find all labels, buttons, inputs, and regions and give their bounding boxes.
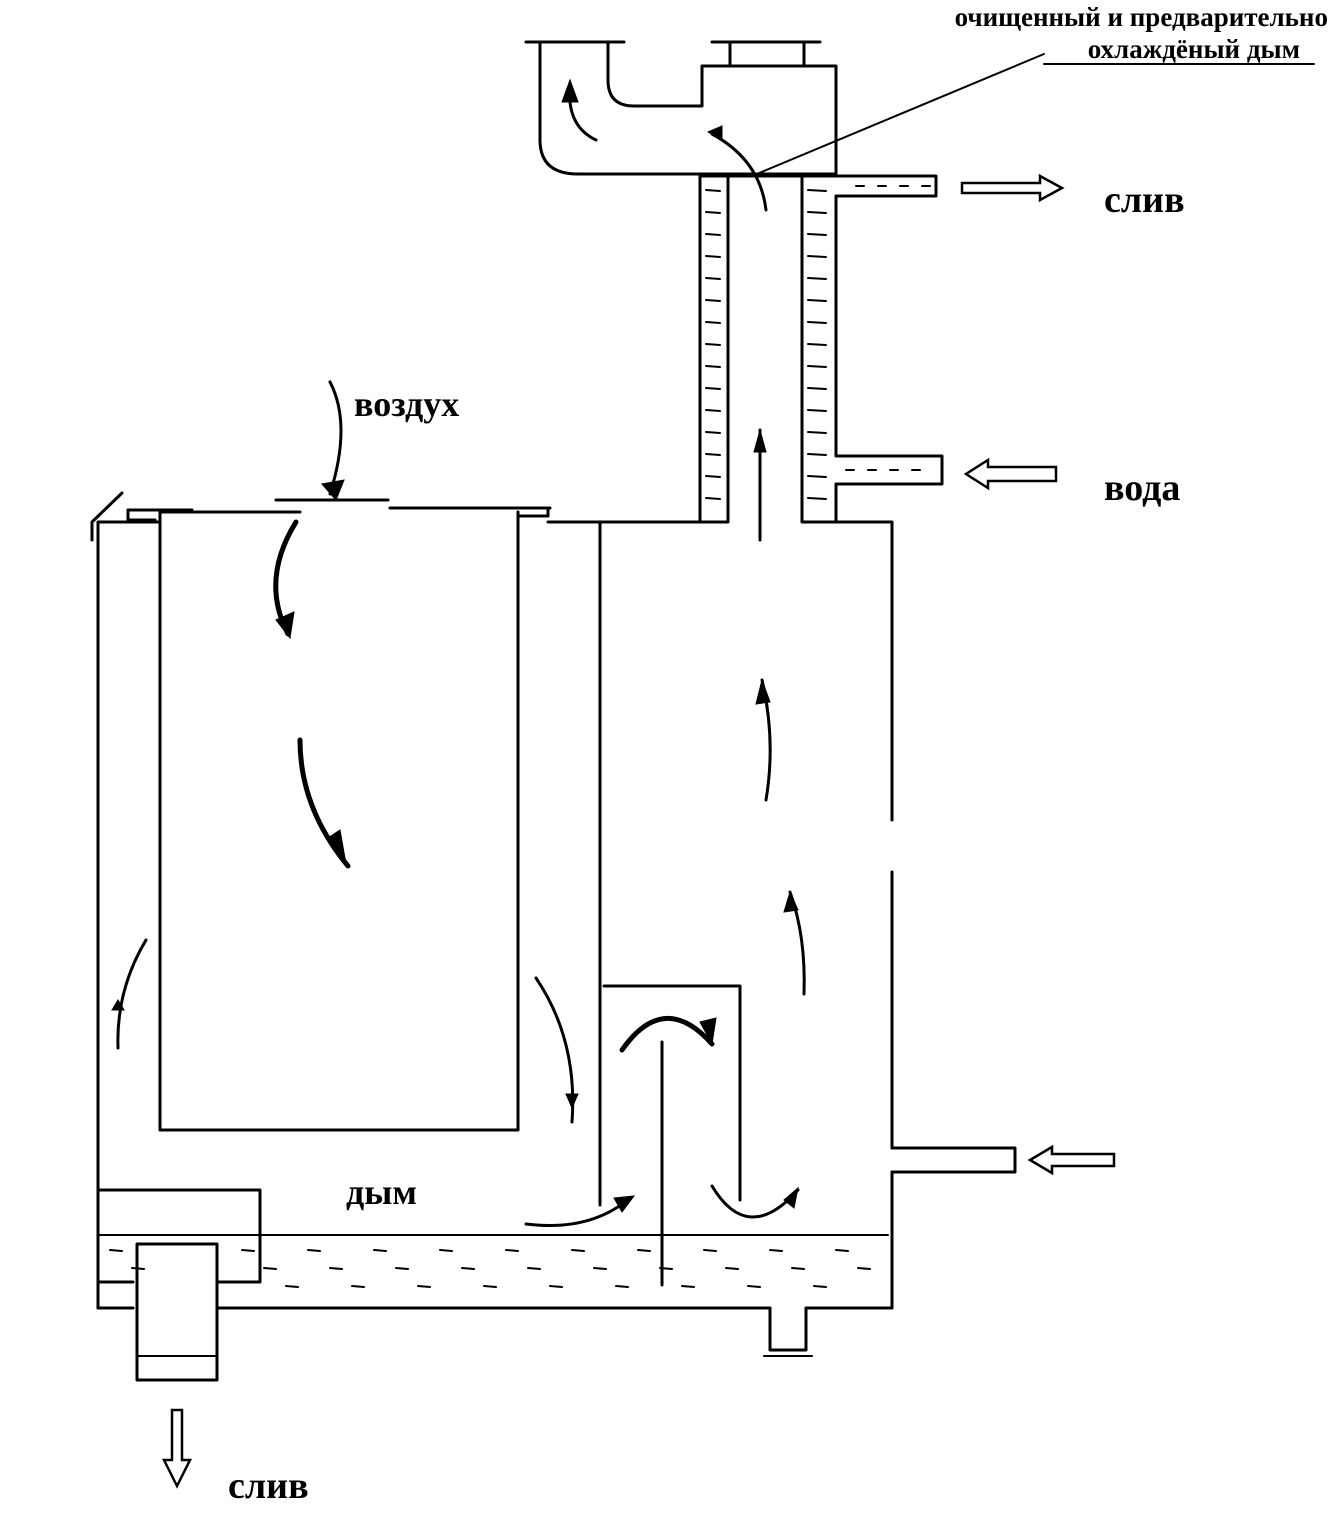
top-outlet-elbow [524, 40, 838, 176]
left-drain-pipe [135, 1242, 219, 1382]
firebox-lid [90, 491, 552, 1132]
flow-arrows [111, 78, 806, 1228]
scrubber-body [546, 520, 894, 1287]
chimney-water-jacket [698, 174, 944, 524]
drain-bottom-arrow [161, 1408, 193, 1489]
hollow-arrows [161, 173, 1116, 1489]
label-cleaned-smoke-1: очищенный и предварительно [955, 2, 1328, 32]
label-drain-bottom: слив [228, 1465, 309, 1507]
bottom-drain-stub [763, 1328, 813, 1357]
label-air: воздух [354, 384, 459, 424]
water-in-arrow [963, 457, 1058, 491]
right-in-arrow [1027, 1144, 1116, 1176]
water-inlet-pipe [890, 1146, 1017, 1174]
drain-top-arrow [960, 173, 1065, 203]
label-leader-line [751, 53, 1045, 177]
firebox-outer-shell [96, 520, 894, 1332]
label-smoke: дым [346, 1172, 417, 1212]
left-weir-box [96, 1188, 262, 1284]
label-water: вода [1104, 467, 1180, 509]
label-cleaned-smoke-2: охлаждёный дым [1088, 34, 1300, 64]
label-drain-top: слив [1104, 179, 1185, 221]
